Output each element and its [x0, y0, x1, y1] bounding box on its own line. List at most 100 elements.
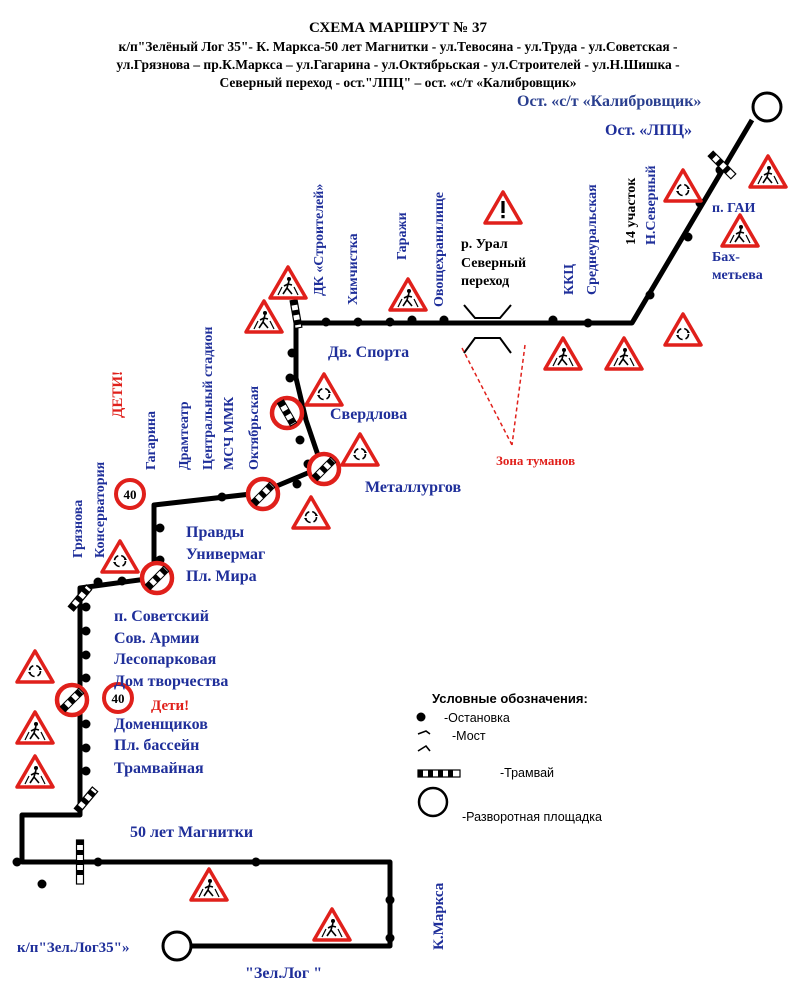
speed-limit-sign: 40 [102, 682, 134, 714]
stop-dot [645, 290, 655, 300]
stop-label-gagarina: Гагарина [144, 411, 159, 470]
stop-label-zel-log-35: к/п"Зел.Лог35"» [17, 940, 129, 956]
stop-dot [81, 673, 91, 683]
stop-dot [548, 315, 558, 325]
stop-label-ural-2: Северный [461, 256, 526, 271]
stop-dot [37, 879, 47, 889]
stop-dot [93, 857, 103, 867]
stop-label-lesoparkovaya: Лесопарковая [114, 651, 217, 668]
stop-label-zel-log: "Зел.Лог " [245, 965, 322, 982]
stop-dot [385, 317, 395, 327]
stop-dot [683, 232, 693, 242]
bridge-symbol [463, 304, 512, 354]
stop-dot [385, 895, 395, 905]
stop-label-bakhmeteva-2: метьева [712, 268, 763, 283]
route-streets-line-3: Северный переход - ост."ЛПЦ" – ост. «с/т… [220, 75, 577, 90]
stop-dot [321, 317, 331, 327]
stop-label-sredneuralskaya: Среднеуральская [585, 184, 600, 295]
tram-ring-crossing [57, 685, 87, 715]
stop-dots [12, 165, 725, 943]
pedestrian-signs [15, 154, 788, 942]
speed-limit-value: 40 [124, 487, 137, 502]
stop-label-ovoshchekhranilishche: Овощехранилище [432, 192, 447, 307]
stop-label-dom-tvorchestva: Дом творчества [114, 673, 228, 690]
stop-label-msch-mmk: МСЧ ММК [222, 396, 237, 470]
stop-dot [295, 435, 305, 445]
pedestrian-crossing-icon [312, 907, 352, 942]
stop-dot [287, 348, 297, 358]
stop-label-oktyabrskaya: Октябрьская [247, 386, 262, 470]
stop-label-pl-mira: Пл. Мира [186, 568, 257, 585]
warning-deti-vertical: ДЕТИ! [110, 371, 126, 418]
stop-label-bakhmeteva-1: Бах- [712, 250, 740, 265]
stop-dot [81, 719, 91, 729]
legend-turnaround: -Разворотная площадка [462, 810, 602, 824]
legend-bridge-icon [417, 730, 431, 752]
legend-tram: -Трамвай [500, 766, 554, 780]
stop-label-14-uchastok: 14 участок [624, 177, 639, 245]
stop-label-gai: п. ГАИ [712, 201, 756, 216]
stop-dot [81, 743, 91, 753]
stop-label-gryaznova: Грязнова [71, 500, 86, 558]
danger-exclamation-icon [483, 190, 523, 225]
pedestrian-crossing-icon [15, 710, 55, 745]
stop-dot [407, 315, 417, 325]
pedestrian-crossing-icon [604, 336, 644, 371]
tram-ring-crossing [248, 479, 278, 509]
stop-dot [81, 626, 91, 636]
stop-label-khimchistka: Химчистка [346, 233, 361, 305]
route-line [19, 118, 755, 949]
stop-label-pl-basseyn: Пл. бассейн [114, 737, 199, 754]
stop-dot [12, 857, 22, 867]
legend-stop: -Остановка [444, 711, 510, 725]
stop-dot [583, 318, 593, 328]
stop-label-k-marksa: К.Маркса [431, 882, 447, 950]
stop-label-central-stadium: Центральный стадион [201, 327, 216, 470]
speed-limit-sign: 40 [114, 478, 146, 510]
stop-label-dk-stroiteley: ДК «Строителей» [312, 184, 327, 296]
stop-label-lpc: Ост. «ЛПЦ» [605, 122, 692, 139]
route-streets-line-2: ул.Грязнова – пр.К.Маркса – ул.Гагарина … [116, 57, 679, 72]
stop-dot [81, 650, 91, 660]
legend-bridge: -Мост [452, 729, 486, 743]
stop-label-n-severny: Н.Северный [644, 165, 659, 245]
stop-dot [353, 317, 363, 327]
tram-crossing [289, 298, 303, 330]
stop-label-domenshchikov: Доменщиков [114, 716, 208, 733]
stop-label-ural-1: р. Урал [461, 237, 508, 252]
tram-crossing [707, 150, 737, 180]
roundabout-icon [15, 649, 55, 684]
stop-dot [439, 315, 449, 325]
stop-label-garazhi: Гаражи [395, 212, 410, 260]
stop-label-kalibrovshik: Ост. «с/т «Калибровщик» [517, 93, 701, 110]
pedestrian-crossing-icon [189, 867, 229, 902]
stop-label-univermag: Универмаг [186, 546, 265, 563]
tram-ring-crossing [142, 563, 172, 593]
tram-crossing [67, 584, 93, 612]
stop-label-konservatoriya: Консерватория [93, 461, 108, 558]
stop-dot [81, 602, 91, 612]
stop-dot [155, 523, 165, 533]
route-streets-line-1: к/п"Зелёный Лог 35"- К. Маркса-50 лет Ма… [118, 39, 677, 54]
legend-tram-icon [417, 769, 461, 778]
fog-zone-label: Зона туманов [496, 453, 575, 468]
roundabout-icon [663, 168, 703, 203]
fog-zone-lines [461, 344, 526, 446]
warning-deti: Дети! [151, 698, 189, 714]
stop-dot [93, 577, 103, 587]
turnaround-zel-log-35 [161, 930, 193, 962]
roundabout-icon [663, 312, 703, 347]
tram-crossings [67, 150, 737, 885]
pedestrian-crossing-icon [244, 299, 284, 334]
stop-label-ural-3: переход [461, 274, 509, 289]
roundabout-icon [340, 432, 380, 467]
tram-crossing [73, 786, 99, 814]
stop-label-sov-armii: Сов. Армии [114, 630, 199, 647]
stop-dot [285, 373, 295, 383]
stop-label-pravdy: Правды [186, 524, 245, 541]
legend: Условные обозначения: -Остановка -Мост -… [416, 691, 602, 824]
stop-dot [217, 492, 227, 502]
speed-limit-value: 40 [112, 691, 125, 706]
legend-title: Условные обозначения: [432, 691, 588, 706]
roundabout-icon [304, 372, 344, 407]
